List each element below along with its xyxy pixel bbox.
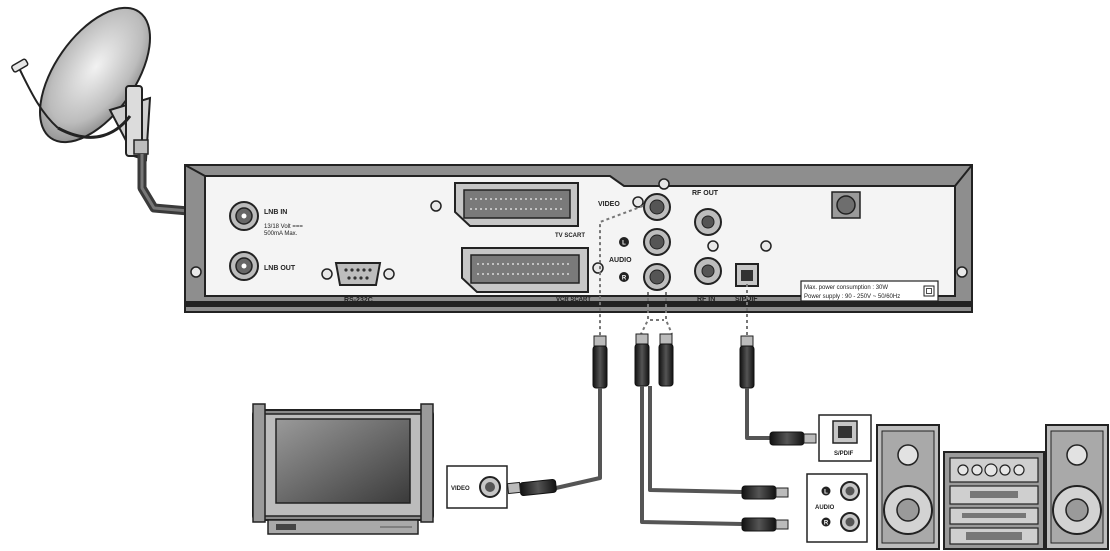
- tv-video-label: VIDEO: [451, 486, 470, 492]
- receiver-rear-panel: LNB IN 13/18 Volt === 500mA Max. LNB OUT…: [184, 164, 973, 313]
- vcr-scart-port[interactable]: [461, 247, 589, 293]
- audio-right-marker: R: [619, 272, 629, 282]
- stereo-audio-input-box: [806, 473, 868, 543]
- stereo-spdif-input-box: [818, 414, 872, 462]
- satellite-dish: [11, 6, 152, 162]
- stereo-main-unit: [943, 451, 1045, 550]
- tv-video-input-box: [446, 465, 508, 509]
- rf-out-label: RF OUT: [692, 190, 719, 197]
- stereo-spdif-plug: [769, 431, 817, 446]
- audio-left-cable-plug: [634, 333, 650, 387]
- audio-right-rca-jack[interactable]: [643, 263, 671, 291]
- tv-scart-label: TV SCART: [555, 233, 585, 239]
- rf-out-connector[interactable]: [694, 208, 722, 236]
- tv-scart-port[interactable]: [454, 182, 579, 227]
- stereo-audio-label: AUDIO: [815, 505, 835, 511]
- audio-left-rca-jack[interactable]: [643, 228, 671, 256]
- power-consumption-text: Max. power consumption : 30W: [804, 285, 888, 291]
- lnb-out-connector[interactable]: [229, 251, 259, 281]
- stereo-audio-right-plug: [741, 517, 789, 532]
- stereo-audio-left-plug: [741, 485, 789, 500]
- lnb-in-label: LNB IN: [264, 209, 287, 216]
- lnb-in-spec-2: 500mA Max.: [264, 231, 298, 237]
- cables: [555, 386, 770, 526]
- lnb-in-connector[interactable]: [229, 201, 259, 231]
- rs232c-label: RS-232C: [344, 297, 373, 304]
- vcr-scart-label: VCR SCART: [556, 297, 591, 303]
- left-speaker: [876, 424, 940, 550]
- svg-text:R: R: [622, 276, 627, 282]
- audio-right-cable-plug: [658, 333, 674, 387]
- power-supply-text: Power supply : 90 - 250V ~ 50/60Hz: [804, 294, 900, 300]
- spdif-port[interactable]: [735, 263, 759, 287]
- video-label: VIDEO: [598, 201, 620, 208]
- audio-label: AUDIO: [609, 257, 632, 264]
- audio-left-marker: L: [619, 237, 629, 247]
- spdif-cable-plug: [739, 335, 755, 389]
- lnb-out-label: LNB OUT: [264, 265, 296, 272]
- rs232c-port[interactable]: [321, 262, 395, 286]
- power-info-box: [800, 280, 939, 302]
- video-cable-plug: [592, 335, 608, 389]
- stereo-audio-left-marker: L: [824, 490, 828, 496]
- svg-text:L: L: [622, 241, 626, 247]
- stereo-spdif-label: S/PDIF: [834, 451, 854, 457]
- right-speaker: [1045, 424, 1109, 550]
- rf-in-connector[interactable]: [694, 257, 722, 285]
- stereo-system: [876, 424, 1109, 550]
- television: [252, 403, 434, 535]
- dotted-connections: [599, 205, 748, 336]
- spdif-label: S/PDIF: [735, 296, 758, 303]
- stereo-audio-right-marker: R: [824, 521, 829, 527]
- lnb-in-spec-1: 13/18 Volt ===: [264, 224, 303, 230]
- rf-in-label: RF IN: [697, 296, 715, 303]
- video-rca-jack[interactable]: [643, 193, 671, 221]
- tv-video-plug: [506, 478, 557, 497]
